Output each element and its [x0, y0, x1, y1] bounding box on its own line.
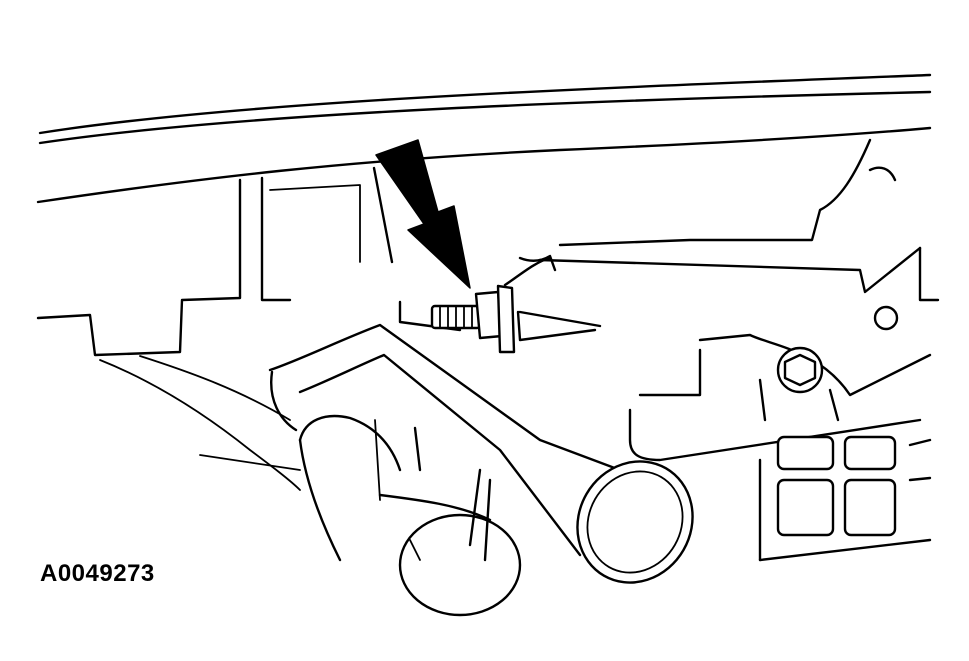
bolt — [430, 284, 516, 354]
left-bracket-structure — [36, 166, 394, 501]
right-bracket — [538, 138, 940, 331]
grid-component — [628, 333, 932, 562]
upper-panel — [36, 73, 932, 204]
hose-lower — [298, 414, 522, 617]
mounting-bracket — [398, 254, 602, 342]
figure-id-label: A0049273 — [40, 560, 155, 587]
arrow-icon — [375, 139, 471, 289]
pipe-main — [268, 323, 694, 584]
